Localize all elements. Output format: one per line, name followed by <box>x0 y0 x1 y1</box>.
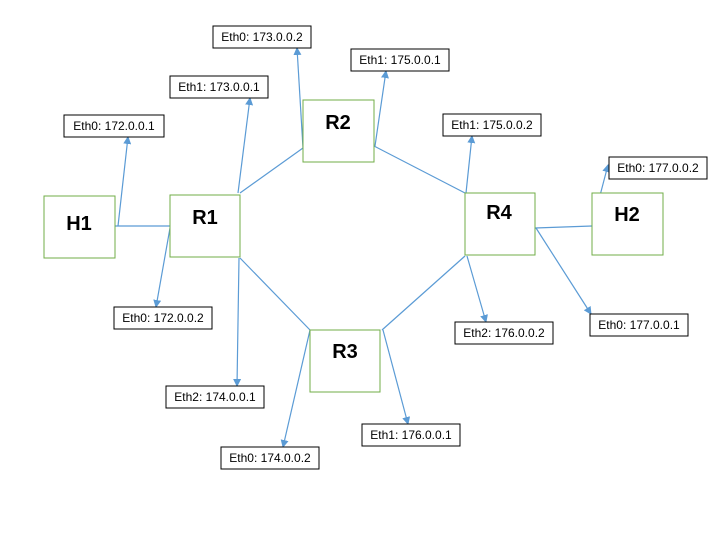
router-r3-label: R3 <box>332 341 358 363</box>
host-h2[interactable]: H2 <box>591 192 664 256</box>
label-r4-eth1: Eth1: 175.0.0.2 <box>442 113 542 137</box>
label-r3-eth1-text: Eth1: 176.0.0.1 <box>370 428 452 442</box>
host-h2-box <box>591 192 664 256</box>
arrow-r1-eth1 <box>237 97 254 194</box>
arrow-h1-eth0 <box>117 136 132 227</box>
link-r3-r4 <box>381 255 466 331</box>
network-nodes: H1 R1 R2 R3 R4 H2 <box>43 99 664 393</box>
router-r2-box <box>302 99 375 163</box>
router-r2[interactable]: R2 <box>302 99 375 163</box>
arrow-r2-eth1 <box>374 70 389 147</box>
host-h1[interactable]: H1 <box>43 195 116 259</box>
arrow-r4-eth2 <box>466 255 488 323</box>
label-r3-eth0-text: Eth0: 174.0.0.2 <box>229 451 311 465</box>
interface-labels: Eth0: 172.0.0.1 Eth0: 172.0.0.2 Eth1: 17… <box>63 25 708 470</box>
host-h2-label: H2 <box>614 204 640 226</box>
label-r3-eth1: Eth1: 176.0.0.1 <box>361 423 461 447</box>
label-r1-eth1: Eth1: 173.0.0.1 <box>169 75 269 99</box>
router-r1-box <box>169 194 241 258</box>
router-r2-label: R2 <box>325 112 351 134</box>
label-r1-eth2: Eth2: 174.0.0.1 <box>165 385 265 409</box>
label-r4-eth0: Eth0: 177.0.0.1 <box>589 313 689 337</box>
router-r4-box <box>464 192 536 256</box>
arrow-r3-eth0 <box>280 329 311 448</box>
label-r1-eth2-text: Eth2: 174.0.0.1 <box>174 390 256 404</box>
label-r1-eth0: Eth0: 172.0.0.2 <box>113 306 213 330</box>
arrow-r4-eth1 <box>465 135 476 194</box>
arrow-r2-eth0 <box>293 47 304 149</box>
label-r4-eth1-text: Eth1: 175.0.0.2 <box>451 118 533 132</box>
router-r3-box <box>309 329 381 393</box>
link-r1-r2 <box>239 147 304 194</box>
host-h1-label: H1 <box>66 213 92 235</box>
label-h1-eth0: Eth0: 172.0.0.1 <box>63 114 165 138</box>
arrow-r1-eth0 <box>153 227 171 308</box>
arrow-r4-eth0 <box>535 227 592 315</box>
label-r2-eth0-text: Eth0: 173.0.0.2 <box>221 30 303 44</box>
arrow-r1-eth2 <box>233 257 242 387</box>
network-links <box>115 145 593 331</box>
label-r4-eth0-text: Eth0: 177.0.0.1 <box>598 318 680 332</box>
label-r4-eth2-text: Eth2: 176.0.0.2 <box>463 326 545 340</box>
router-r4-label: R4 <box>486 202 512 224</box>
label-h2-eth0: Eth0: 177.0.0.2 <box>608 156 708 180</box>
link-r4-h2 <box>534 225 593 229</box>
link-r1-r3 <box>239 257 311 331</box>
label-r2-eth1: Eth1: 175.0.0.1 <box>350 48 450 72</box>
arrow-r3-eth1 <box>382 329 411 425</box>
label-r4-eth2: Eth2: 176.0.0.2 <box>454 321 554 345</box>
router-r3[interactable]: R3 <box>309 329 381 393</box>
router-r1[interactable]: R1 <box>169 194 241 258</box>
label-h2-eth0-text: Eth0: 177.0.0.2 <box>617 161 699 175</box>
link-r2-r4 <box>373 145 466 194</box>
label-r3-eth0: Eth0: 174.0.0.2 <box>220 446 320 470</box>
label-r1-eth0-text: Eth0: 172.0.0.2 <box>122 311 204 325</box>
label-r2-eth0: Eth0: 173.0.0.2 <box>212 25 312 49</box>
router-r1-label: R1 <box>192 207 218 229</box>
router-r4[interactable]: R4 <box>464 192 536 256</box>
host-h1-box <box>43 195 116 259</box>
label-r1-eth1-text: Eth1: 173.0.0.1 <box>178 80 260 94</box>
label-h1-eth0-text: Eth0: 172.0.0.1 <box>73 119 155 133</box>
label-r2-eth1-text: Eth1: 175.0.0.1 <box>359 53 441 67</box>
